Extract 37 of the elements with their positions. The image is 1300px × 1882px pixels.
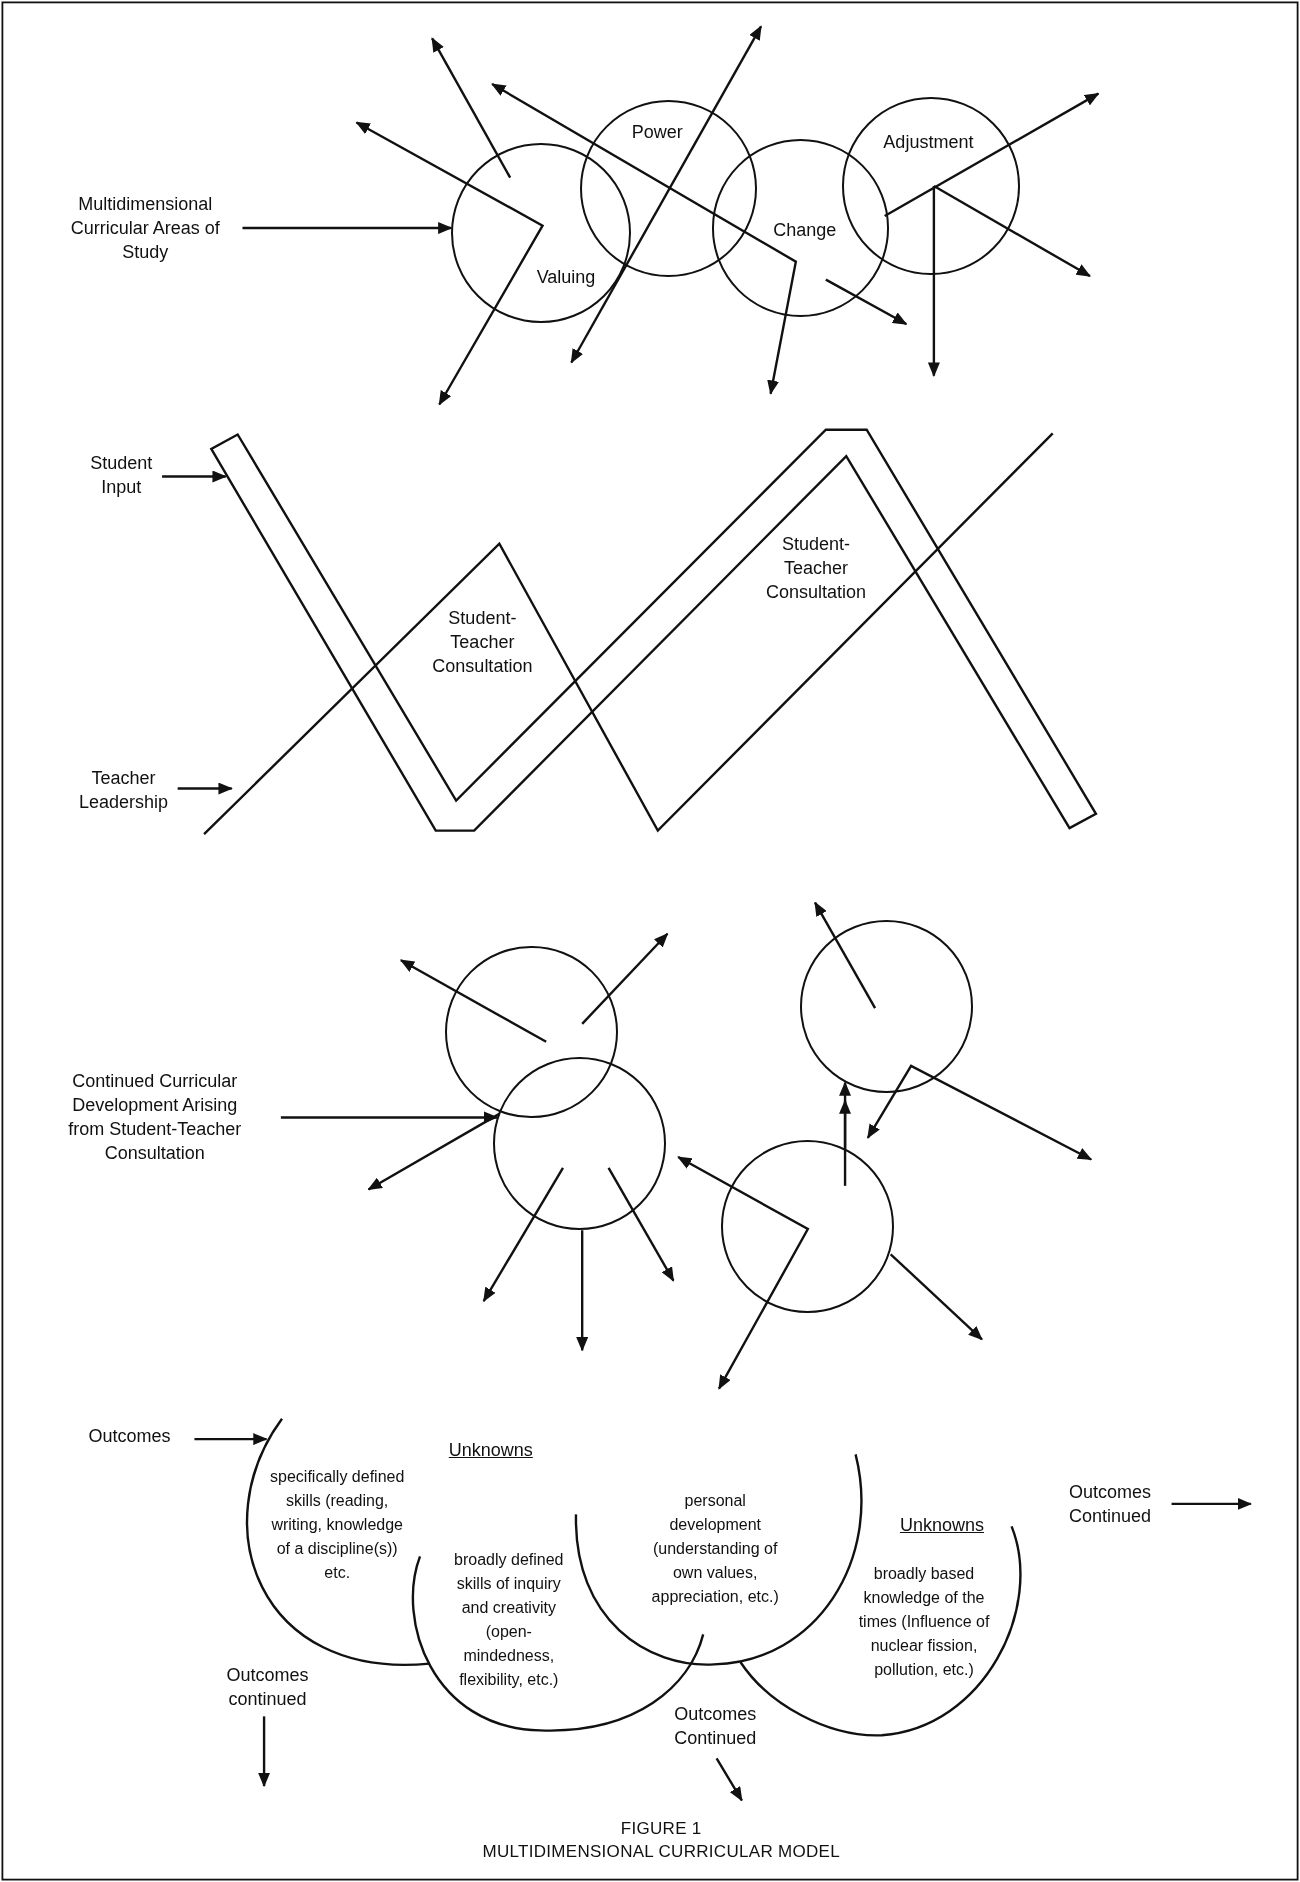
arrow (280, 1111, 499, 1124)
arc-text: broadly based knowledge of the times (Influence of nuclear fission, pollution, etc.) (857, 1564, 991, 1681)
arrow (177, 782, 233, 795)
circle-label: Valuing (536, 266, 596, 288)
region-label: Student-Teacher Consultation (431, 607, 534, 678)
arrow (194, 1433, 268, 1446)
side-label: Continued Curricular Development Arising from Student-Teacher Consultation (52, 1069, 258, 1166)
region-label: Student-Teacher Consultation (764, 532, 868, 604)
side-label: Outcomes (79, 1424, 180, 1449)
arrow (839, 1081, 852, 1149)
circle (493, 1057, 666, 1230)
arc-text: broadly defined skills of inquiry and creativity (open-mindedness, flexibility, etc.) (453, 1550, 565, 1690)
arrow (242, 222, 453, 235)
circle (451, 142, 632, 323)
heading-label: Unknowns (448, 1438, 533, 1462)
figure-title: FIGURE 1 (620, 1818, 702, 1839)
circle-label: Power (631, 121, 683, 143)
side-label: Outcomes Continued (1060, 1479, 1160, 1528)
side-label: Student Input (78, 451, 164, 500)
circle (800, 920, 974, 1094)
arrow (258, 1716, 271, 1788)
circle (721, 1140, 894, 1313)
arrow (162, 470, 227, 483)
circle (445, 945, 618, 1119)
side-label: Teacher Leadership (66, 765, 182, 814)
circle (842, 97, 1020, 275)
circle-label: Adjustment (883, 131, 974, 153)
heading-label: Unknowns (900, 1514, 984, 1538)
figure-caption: MULTIDIMENSIONAL CURRICULAR MODEL (482, 1841, 840, 1862)
arrow (1171, 1497, 1252, 1510)
arc-text: personal development (understanding of own values, appreciation, etc.) (650, 1491, 780, 1608)
side-label: Outcomes continued (217, 1663, 318, 1712)
side-label: Outcomes Continued (665, 1701, 766, 1750)
side-label: Multidimensional Curricular Areas of Study (70, 192, 221, 264)
circle-label: Change (773, 219, 837, 241)
arc-text: specifically defined skills (reading, writing, knowledge of a discipline(s)) etc. (269, 1467, 406, 1584)
arrow (715, 1757, 743, 1802)
